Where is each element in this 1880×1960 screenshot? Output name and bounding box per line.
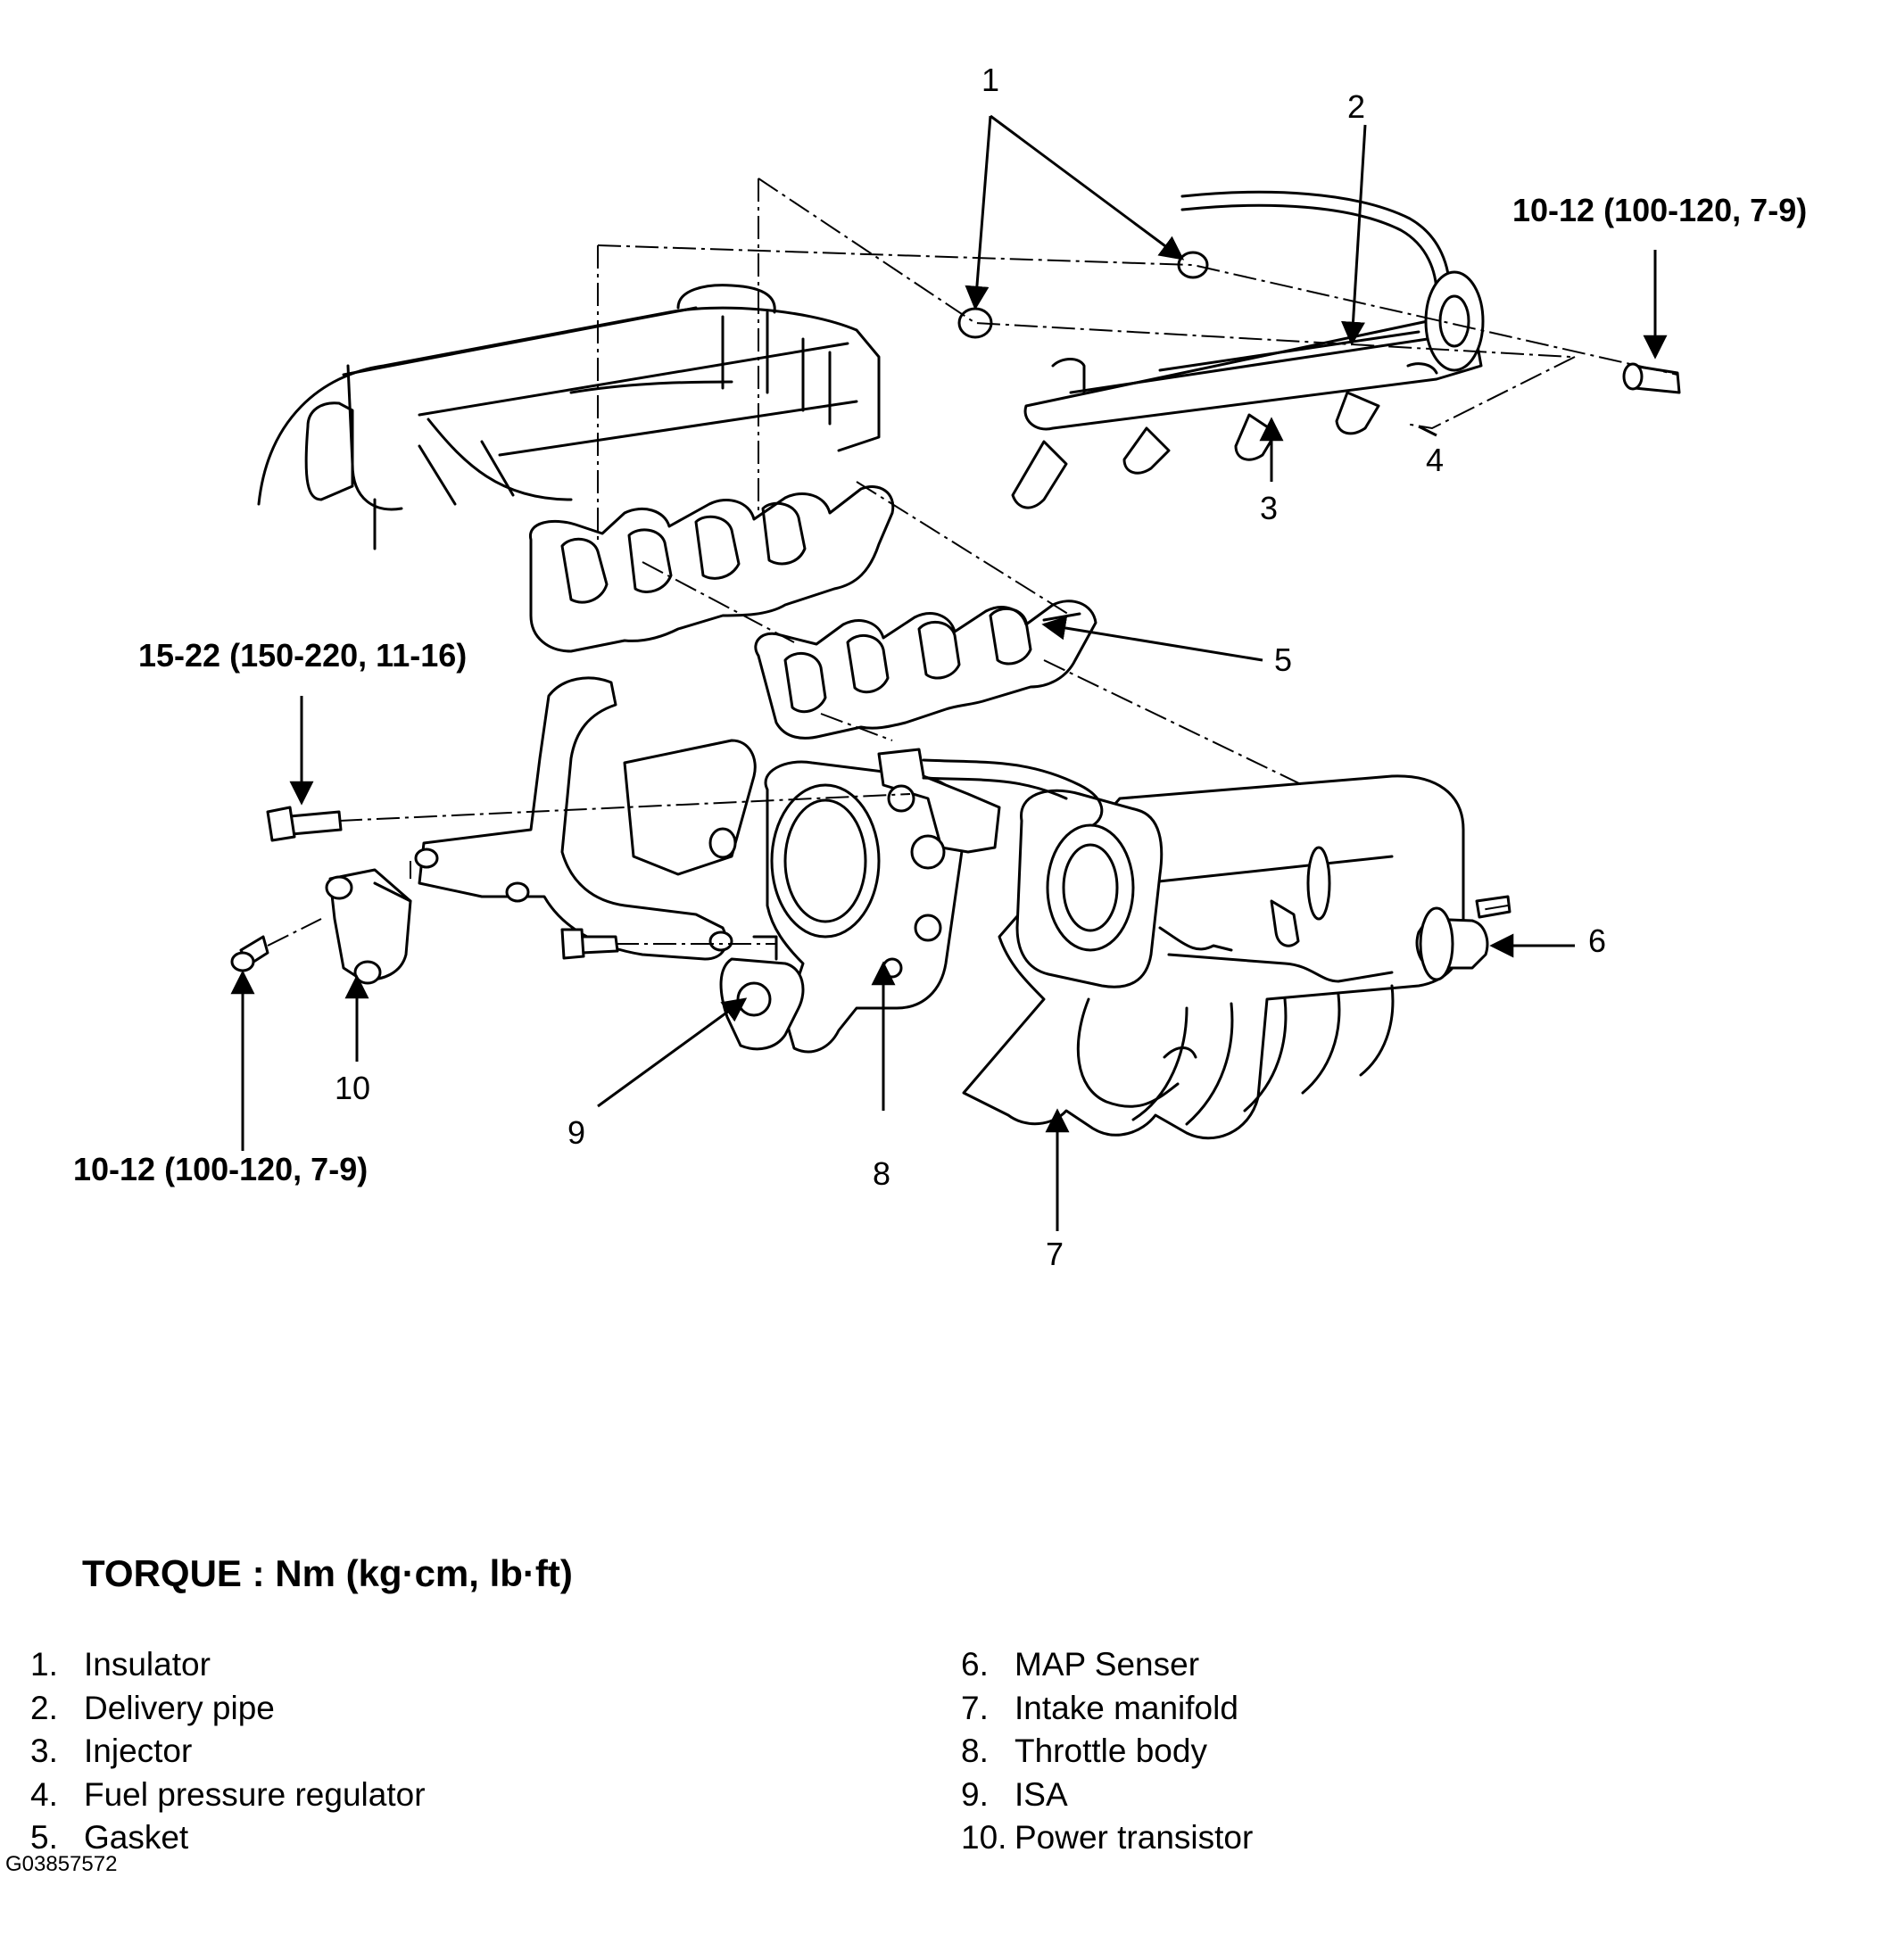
callout-7: 7 (1046, 1236, 1064, 1272)
legend-num: 5. (30, 1819, 58, 1856)
legend-num: 10. (961, 1819, 1007, 1856)
torque-spec-power-transistor: 10-12 (100-120, 7-9) (73, 1151, 368, 1187)
intake-manifold-drawing (962, 774, 1465, 1140)
cylinder-head-drawing (257, 284, 895, 653)
legend-num: 2. (30, 1689, 58, 1726)
callout-3: 3 (1260, 490, 1278, 526)
legend-num: 4. (30, 1775, 58, 1813)
legend-item-power-transistor: 10.Power transistor (961, 1816, 1253, 1860)
throttle-body-bolt-drawing (560, 928, 619, 960)
callout-6: 6 (1588, 922, 1606, 959)
map-sensor-drawing (1415, 895, 1511, 981)
torque-spec-delivery-pipe: 10-12 (100-120, 7-9) (1512, 192, 1807, 228)
legend-item-injector: 3. Injector (30, 1730, 426, 1774)
callout-8: 8 (873, 1155, 890, 1192)
legend-item-map-sensor: 6. MAP Senser (961, 1643, 1253, 1687)
legend-num: 1. (30, 1646, 58, 1683)
legend-column-right: 6. MAP Senser 7. Intake manifold 8. Throttl… (961, 1643, 1253, 1860)
callout-5: 5 (1274, 641, 1292, 678)
callout-10: 10 (335, 1070, 370, 1106)
legend-label: Delivery pipe (84, 1689, 275, 1726)
legend-item-insulator: 1. Insulator (30, 1643, 426, 1687)
torque-spec-labels: 10-12 (100-120, 7-9) 15-22 (150-220, 11-… (73, 192, 1807, 1187)
legend-num: 8. (961, 1733, 989, 1769)
legend-label: Insulator (84, 1646, 211, 1683)
torque-legend-title: TORQUE : Nm (kg·cm, lb·ft) (82, 1552, 573, 1594)
leader-lines (230, 114, 1668, 1231)
legend-item-isa: 9. ISA (961, 1774, 1253, 1817)
legend-item-throttle-body: 8. Throttle body (961, 1730, 1253, 1774)
legend-label: Throttle body (1015, 1733, 1207, 1769)
manifold-stay-bolt-drawing (266, 806, 343, 842)
legend-num: 6. (961, 1646, 989, 1683)
legend-item-fuel-pressure-regulator: 4. Fuel pressure regulator (30, 1774, 426, 1817)
delivery-pipe-drawing (1011, 190, 1485, 509)
torque-spec-manifold-stay: 15-22 (150-220, 11-16) (138, 637, 467, 674)
figure-id: G03857572 (5, 1852, 118, 1876)
legend-label: Gasket (84, 1819, 189, 1856)
legend-label: ISA (1015, 1775, 1068, 1813)
power-transistor-drawing (325, 868, 412, 985)
legend-label: Fuel pressure regulator (84, 1775, 426, 1813)
manifold-stay-drawing (414, 676, 757, 961)
legend-label: Intake manifold (1015, 1689, 1238, 1726)
legend-item-gasket: 5. Gasket (30, 1816, 426, 1860)
legend-num: 7. (961, 1689, 989, 1726)
delivery-pipe-bolt-drawing (1622, 362, 1681, 394)
legend-label: MAP Senser (1015, 1646, 1200, 1683)
legend-column-left: 1. Insulator 2. Delivery pipe 3. Injector 4… (30, 1643, 426, 1860)
legend-num: 3. (30, 1733, 58, 1769)
legend-label: Power transistor (1015, 1819, 1254, 1856)
legend-label: Injector (84, 1733, 193, 1769)
callout-labels: 1 2 3 4 5 6 7 8 9 10 (335, 62, 1606, 1272)
callout-9: 9 (567, 1114, 585, 1151)
power-transistor-bolt-drawing (230, 935, 269, 972)
assembly-lines (267, 178, 1678, 947)
insulator-drawing-a (1177, 251, 1209, 279)
callout-2: 2 (1347, 88, 1365, 125)
callout-4: 4 (1426, 442, 1444, 478)
gasket-drawing (754, 600, 1097, 740)
callout-1: 1 (981, 62, 999, 98)
legend-item-intake-manifold: 7. Intake manifold (961, 1687, 1253, 1731)
legend-item-delivery-pipe: 2. Delivery pipe (30, 1687, 426, 1731)
legend-num: 9. (961, 1775, 989, 1813)
